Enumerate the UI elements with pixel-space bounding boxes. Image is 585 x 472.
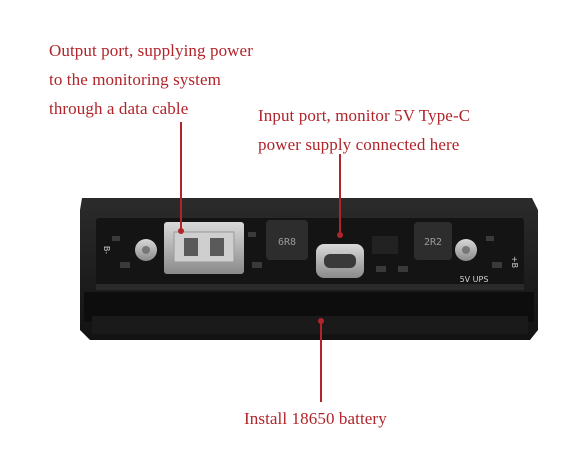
usb-a-output-port xyxy=(164,222,244,274)
callout-input-port: Input port, monitor 5V Type-C power supp… xyxy=(258,106,471,154)
terminal-left xyxy=(135,239,157,261)
usb-c-input-port xyxy=(316,244,364,278)
inductor-6r8 xyxy=(266,220,308,260)
pointer-line-input xyxy=(339,154,341,234)
pointer-dot-battery xyxy=(318,318,324,324)
label-terminal-minus: B- xyxy=(102,246,111,254)
callout-output-port: Output port, supplying power to the moni… xyxy=(49,41,253,118)
terminal-right xyxy=(455,239,477,261)
pointer-dot-input xyxy=(337,232,343,238)
label-inductor-left: 6R8 xyxy=(278,237,296,248)
pointer-dot-output xyxy=(178,228,184,234)
smd-components xyxy=(112,232,502,272)
ic-chip xyxy=(372,236,398,254)
pointer-line-output xyxy=(180,122,182,230)
label-inductor-right: 2R2 xyxy=(424,237,442,248)
callout-battery: Install 18650 battery xyxy=(244,409,387,428)
label-board-right: 5V UPS xyxy=(460,275,489,284)
inductor-2r2 xyxy=(414,222,452,260)
pointer-line-battery xyxy=(320,322,322,402)
label-terminal-plus: +B xyxy=(510,256,519,268)
